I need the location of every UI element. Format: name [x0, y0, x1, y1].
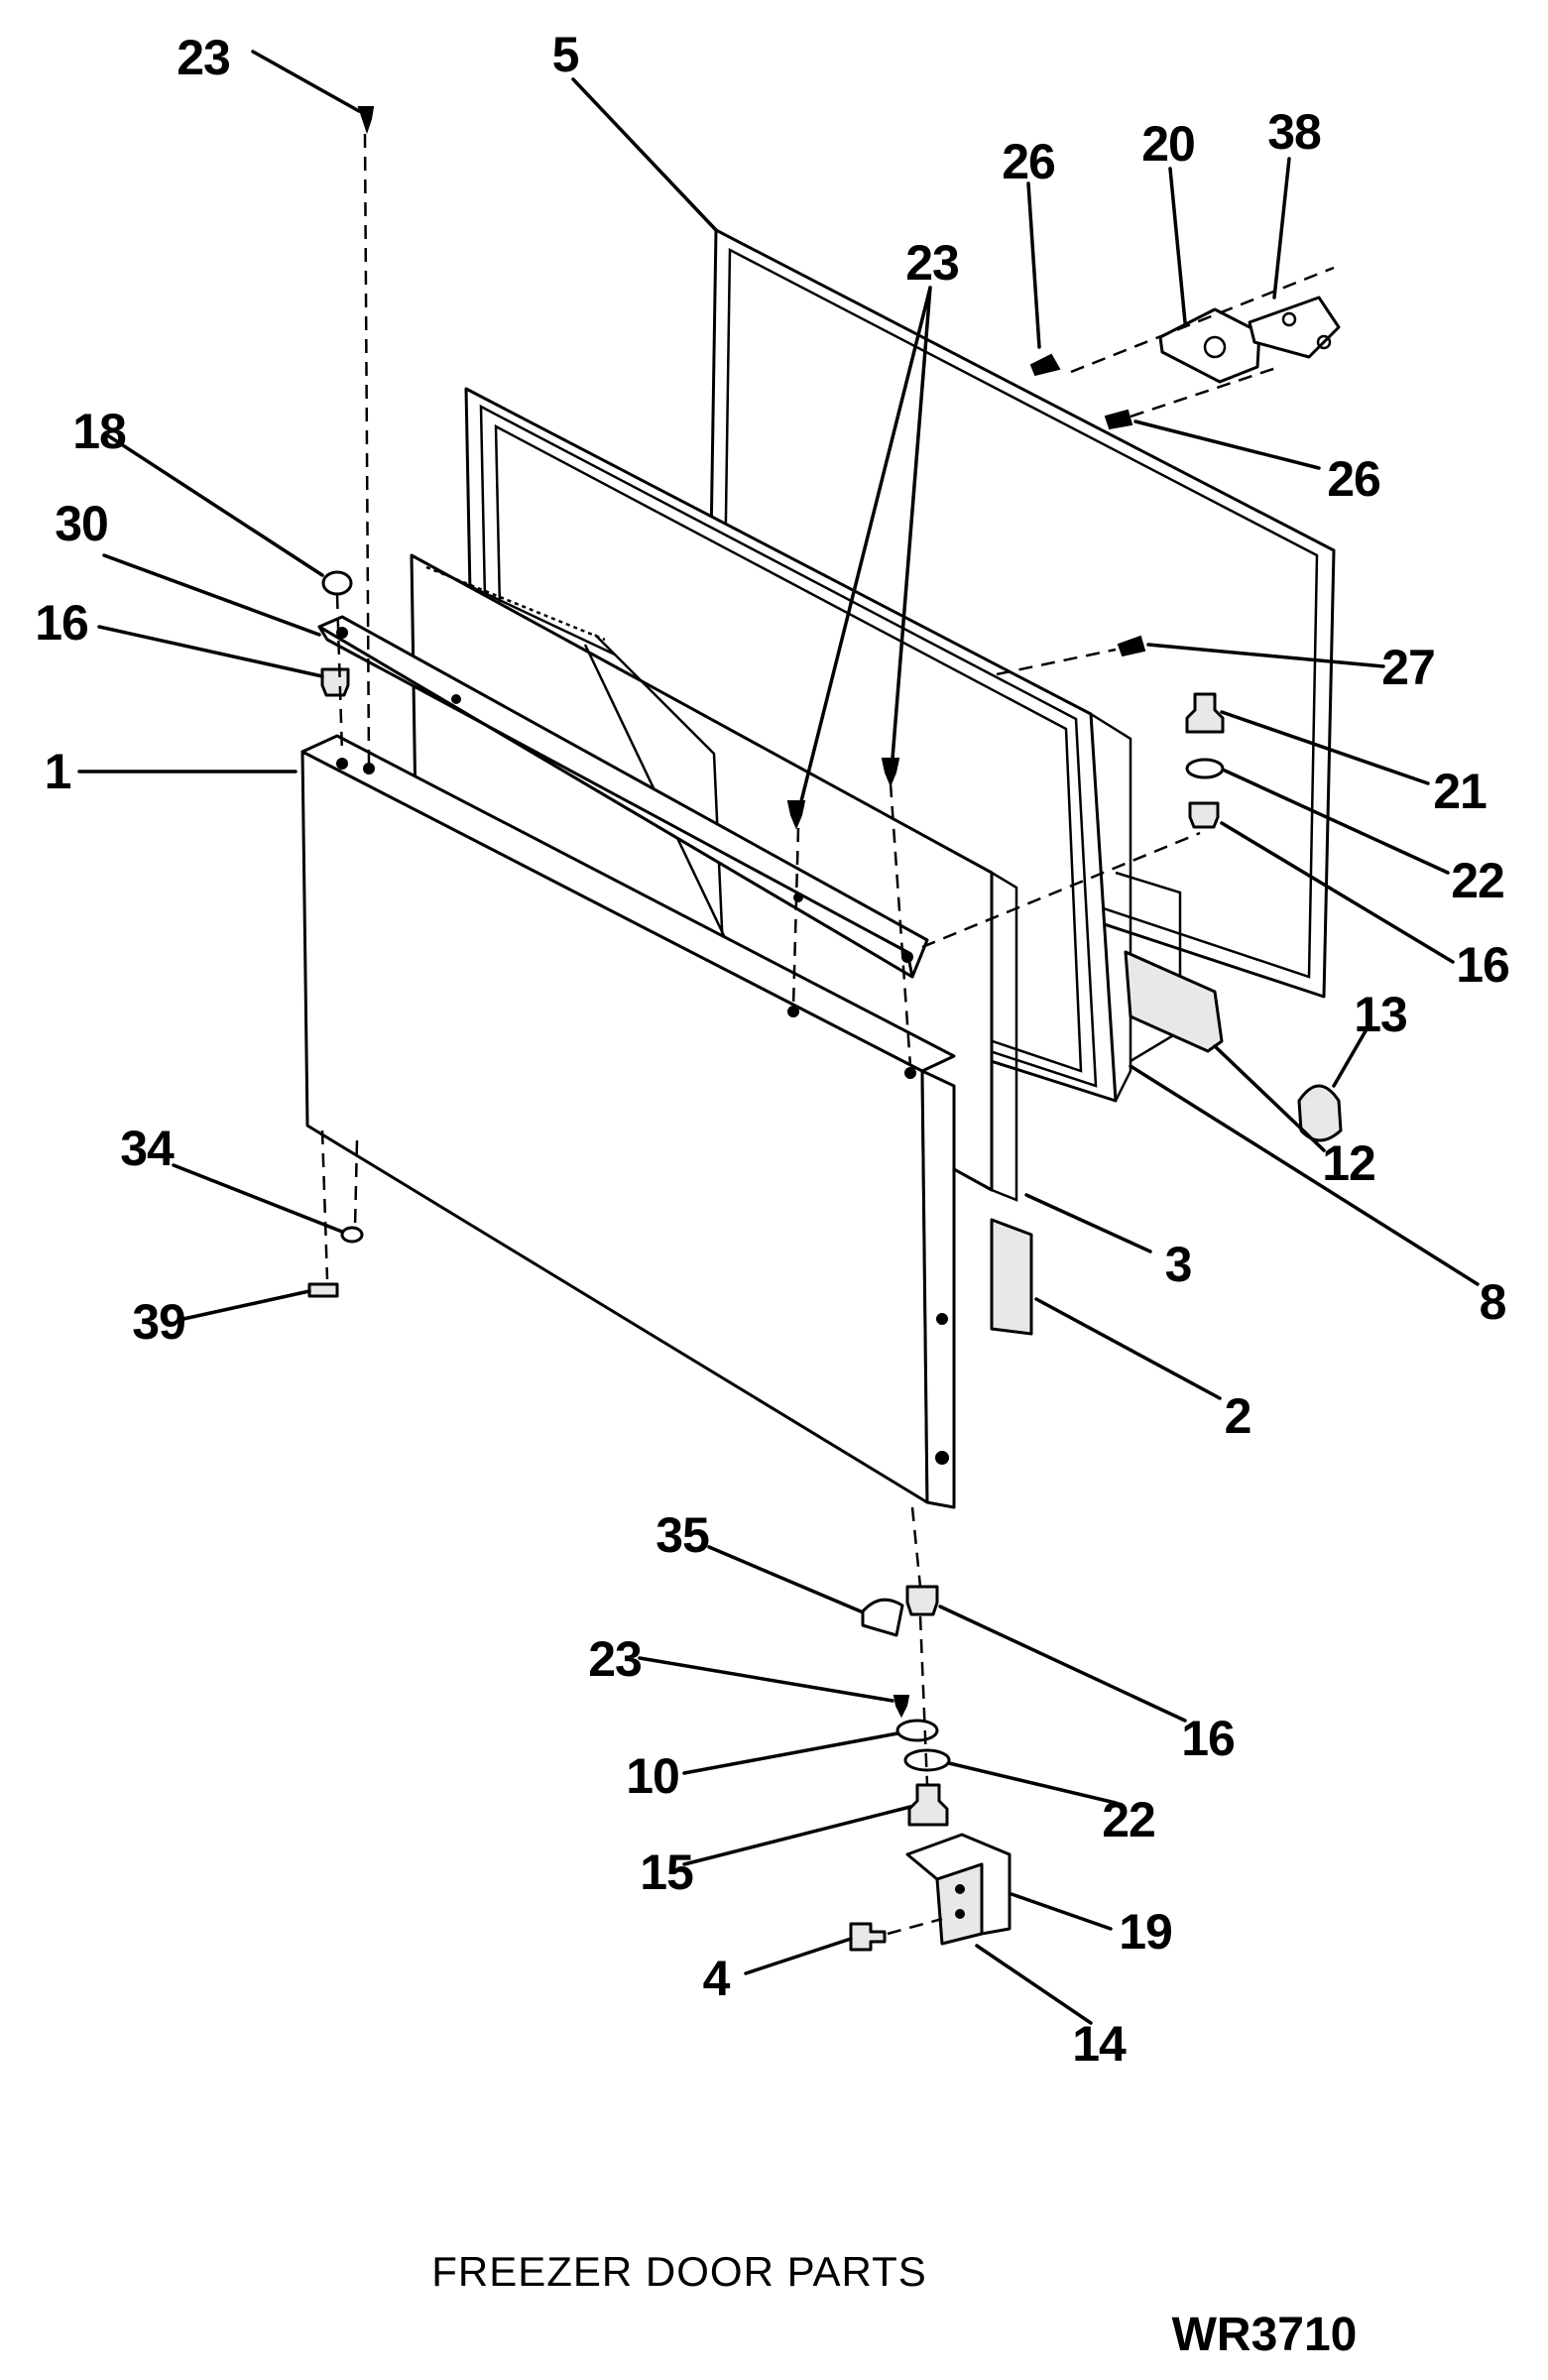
callout-26-mid: 26: [1327, 451, 1380, 507]
callout-16-left: 16: [35, 595, 88, 651]
callout-21: 21: [1433, 764, 1487, 819]
callout-14: 14: [1072, 2016, 1127, 2072]
callout-12: 12: [1322, 1135, 1375, 1191]
callout-34: 34: [120, 1121, 175, 1176]
callout-18: 18: [72, 404, 126, 459]
handle-rail-part-12: [1124, 950, 1224, 1053]
hinge-bar-part-30: [317, 615, 929, 979]
callout-10: 10: [626, 1748, 679, 1804]
callout-23-mid: 23: [905, 235, 959, 291]
callout-8: 8: [1480, 1274, 1506, 1330]
callout-15: 15: [640, 1844, 693, 1900]
side-strip-part-2: [990, 1218, 1033, 1336]
leader-lines: [77, 50, 1480, 2025]
drawing-code: WR3710: [1172, 2309, 1358, 2361]
callout-16-bottom: 16: [1181, 1711, 1235, 1766]
callout-labels: 23 5 26 20 38 23 18 26 30 16 27 1 21 22 …: [35, 27, 1510, 2072]
callout-27: 27: [1381, 640, 1435, 695]
callout-1: 1: [45, 744, 71, 799]
callout-16-right: 16: [1456, 937, 1509, 993]
callout-2: 2: [1225, 1388, 1251, 1444]
callout-5: 5: [552, 27, 579, 82]
callout-20: 20: [1141, 116, 1195, 172]
callout-22-bottom: 22: [1102, 1792, 1155, 1847]
callout-19: 19: [1119, 1904, 1172, 1960]
assembly-dashed-lines: [320, 133, 1335, 1936]
outer-door-part-1: [300, 734, 956, 1509]
callout-38: 38: [1267, 104, 1321, 160]
callout-30: 30: [55, 496, 108, 551]
callout-23-bottom: 23: [588, 1631, 642, 1687]
callout-22-right: 22: [1451, 853, 1504, 908]
callout-4: 4: [703, 1951, 731, 2006]
callout-26-top: 26: [1002, 134, 1055, 189]
callout-3: 3: [1165, 1237, 1192, 1292]
small-hardware: [307, 106, 1341, 1952]
callout-35: 35: [655, 1507, 709, 1563]
diagram-caption: FREEZER DOOR PARTS: [431, 2248, 927, 2295]
callout-13: 13: [1354, 987, 1407, 1042]
callout-23-top: 23: [177, 30, 230, 85]
callout-39: 39: [132, 1294, 185, 1350]
